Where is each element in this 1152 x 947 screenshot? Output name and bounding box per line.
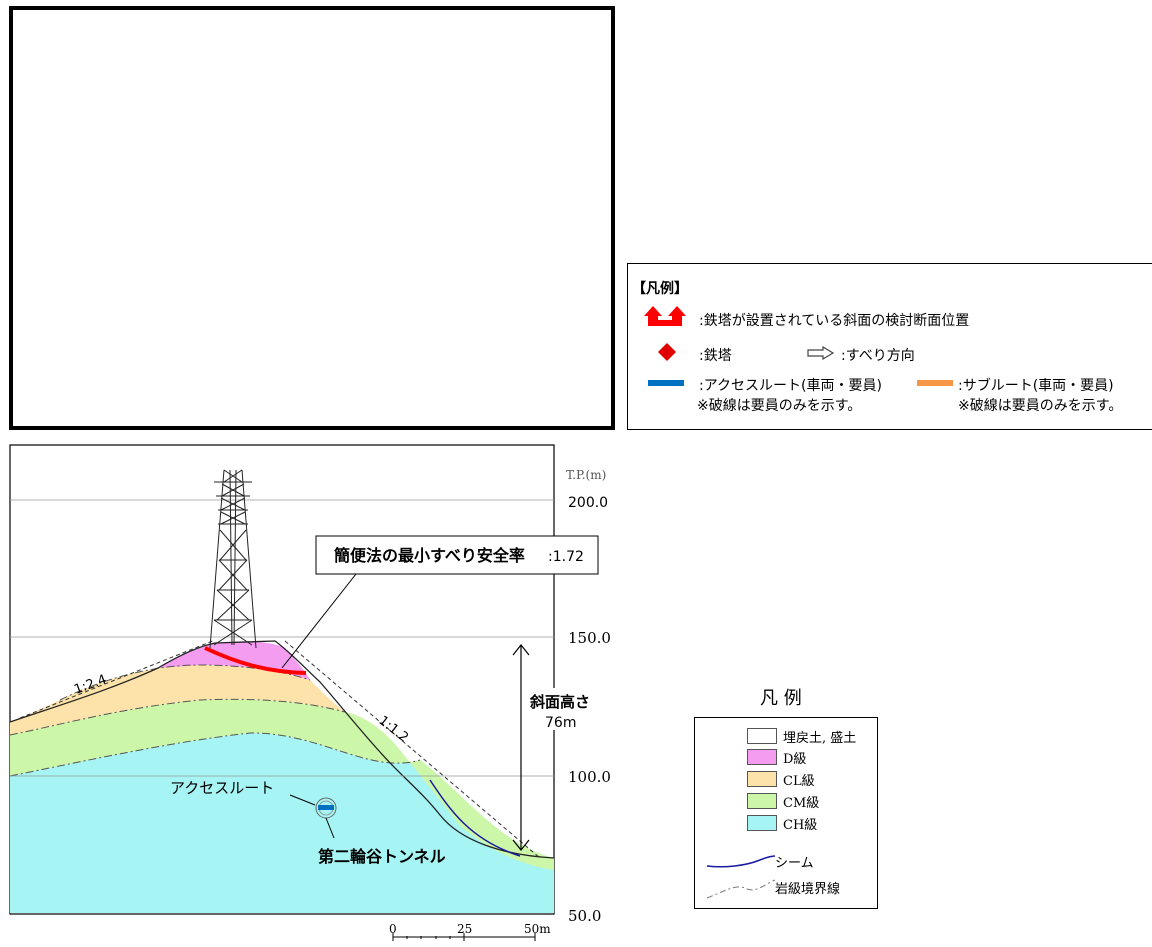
ch-layer bbox=[10, 732, 554, 913]
boundary-line-3 bbox=[59, 664, 311, 701]
legend-item-fill: 埋戻土, 盛土 bbox=[747, 728, 857, 746]
seam-line bbox=[429, 779, 521, 857]
fill-label: 埋戻土, 盛土 bbox=[783, 730, 857, 746]
sub-route-note: ※破線は要員のみを示す。 bbox=[958, 398, 1123, 414]
cl-label: CL級 bbox=[783, 773, 815, 789]
tunnel-leader bbox=[325, 817, 335, 839]
access-route-swatch bbox=[648, 380, 684, 386]
soil-legend-title: 凡 例 bbox=[760, 688, 802, 709]
slide-direction-arrow-icon bbox=[807, 346, 835, 360]
safety-callout-box bbox=[315, 535, 599, 575]
safety-callout-leader bbox=[281, 573, 357, 669]
ground-surface bbox=[9, 640, 555, 859]
section-position-arrows-icon bbox=[644, 306, 686, 326]
legend-item-cm: CM級 bbox=[747, 793, 820, 811]
ch-swatch bbox=[747, 815, 777, 831]
tower-diamond-icon bbox=[658, 343, 676, 361]
scale-label-25: 25 bbox=[457, 922, 472, 936]
boundary-line-icon bbox=[706, 879, 776, 899]
cm-label: CM級 bbox=[783, 795, 820, 811]
access-route-text: アクセスルート bbox=[170, 779, 274, 797]
safety-value: :1.72 bbox=[548, 549, 584, 565]
slope-line-left bbox=[19, 639, 216, 719]
safety-label: 簡便法の最小すべり安全率 bbox=[333, 546, 525, 565]
transmission-tower bbox=[209, 469, 257, 649]
elevation-50: 50.0 bbox=[568, 907, 601, 925]
scale-label-0: 0 bbox=[389, 922, 397, 936]
seam-line-icon bbox=[706, 855, 776, 868]
top-legend-title: 【凡例】 bbox=[632, 281, 688, 297]
cl-layer bbox=[10, 665, 345, 735]
sub-route-label: :サブルート(車両・要員) bbox=[958, 378, 1114, 394]
height-label: 斜面高さ bbox=[529, 693, 590, 711]
soil-legend: 埋戻土, 盛土 D級 CL級 CM級 CH級 シーム 岩級境界線 bbox=[694, 717, 878, 909]
access-route-leader bbox=[289, 794, 316, 806]
scale-ticks bbox=[392, 933, 536, 941]
tower-label: :鉄塔 bbox=[699, 348, 732, 364]
fill-swatch bbox=[747, 728, 777, 744]
sub-route-swatch bbox=[917, 380, 953, 386]
boundary-label: 岩級境界線 bbox=[775, 882, 841, 897]
elevation-150: 150.0 bbox=[568, 629, 611, 647]
slip-surface bbox=[204, 646, 307, 675]
d-swatch bbox=[747, 749, 777, 765]
legend-item-cl: CL級 bbox=[747, 771, 815, 789]
section-position-label: :鉄塔が設置されている斜面の検討断面位置 bbox=[699, 313, 970, 329]
access-route-label: :アクセスルート(車両・要員) bbox=[699, 378, 882, 394]
d-label: D級 bbox=[783, 751, 807, 767]
cm-layer-edge bbox=[420, 760, 554, 870]
access-route-tunnel-mark bbox=[318, 805, 334, 810]
cm-swatch bbox=[747, 793, 777, 809]
slide-direction-label: :すべり方向 bbox=[841, 348, 915, 364]
access-route-note: ※破線は要員のみを示す。 bbox=[697, 398, 862, 414]
cl-swatch bbox=[747, 771, 777, 787]
ch-label: CH級 bbox=[783, 817, 818, 833]
top-legend: 【凡例】 :鉄塔が設置されている斜面の検討断面位置 :鉄塔 :すべり方向 :アク… bbox=[627, 263, 1152, 430]
map-frame bbox=[9, 6, 615, 430]
height-value: 76m bbox=[545, 715, 576, 731]
cm-layer bbox=[10, 699, 554, 870]
legend-item-ch: CH級 bbox=[747, 815, 818, 833]
elevation-100: 100.0 bbox=[568, 768, 611, 786]
legend-item-d: D級 bbox=[747, 749, 807, 767]
boundary-line-2 bbox=[9, 698, 346, 736]
seam-label: シーム bbox=[775, 856, 814, 871]
scale-label-50: 50m bbox=[524, 922, 551, 936]
elevation-200: 200.0 bbox=[568, 495, 608, 511]
height-arrow-heads bbox=[512, 644, 530, 851]
tunnel-name: 第二輪谷トンネル bbox=[318, 847, 446, 866]
elevation-unit: T.P.(m) bbox=[566, 468, 606, 482]
slope-cross-section: 簡便法の最小すべり安全率 :1.72 1:2.4 1:1.2 斜面高さ 76m … bbox=[9, 444, 611, 941]
boundary-line-1 bbox=[9, 732, 421, 777]
height-label-bg bbox=[528, 688, 588, 730]
